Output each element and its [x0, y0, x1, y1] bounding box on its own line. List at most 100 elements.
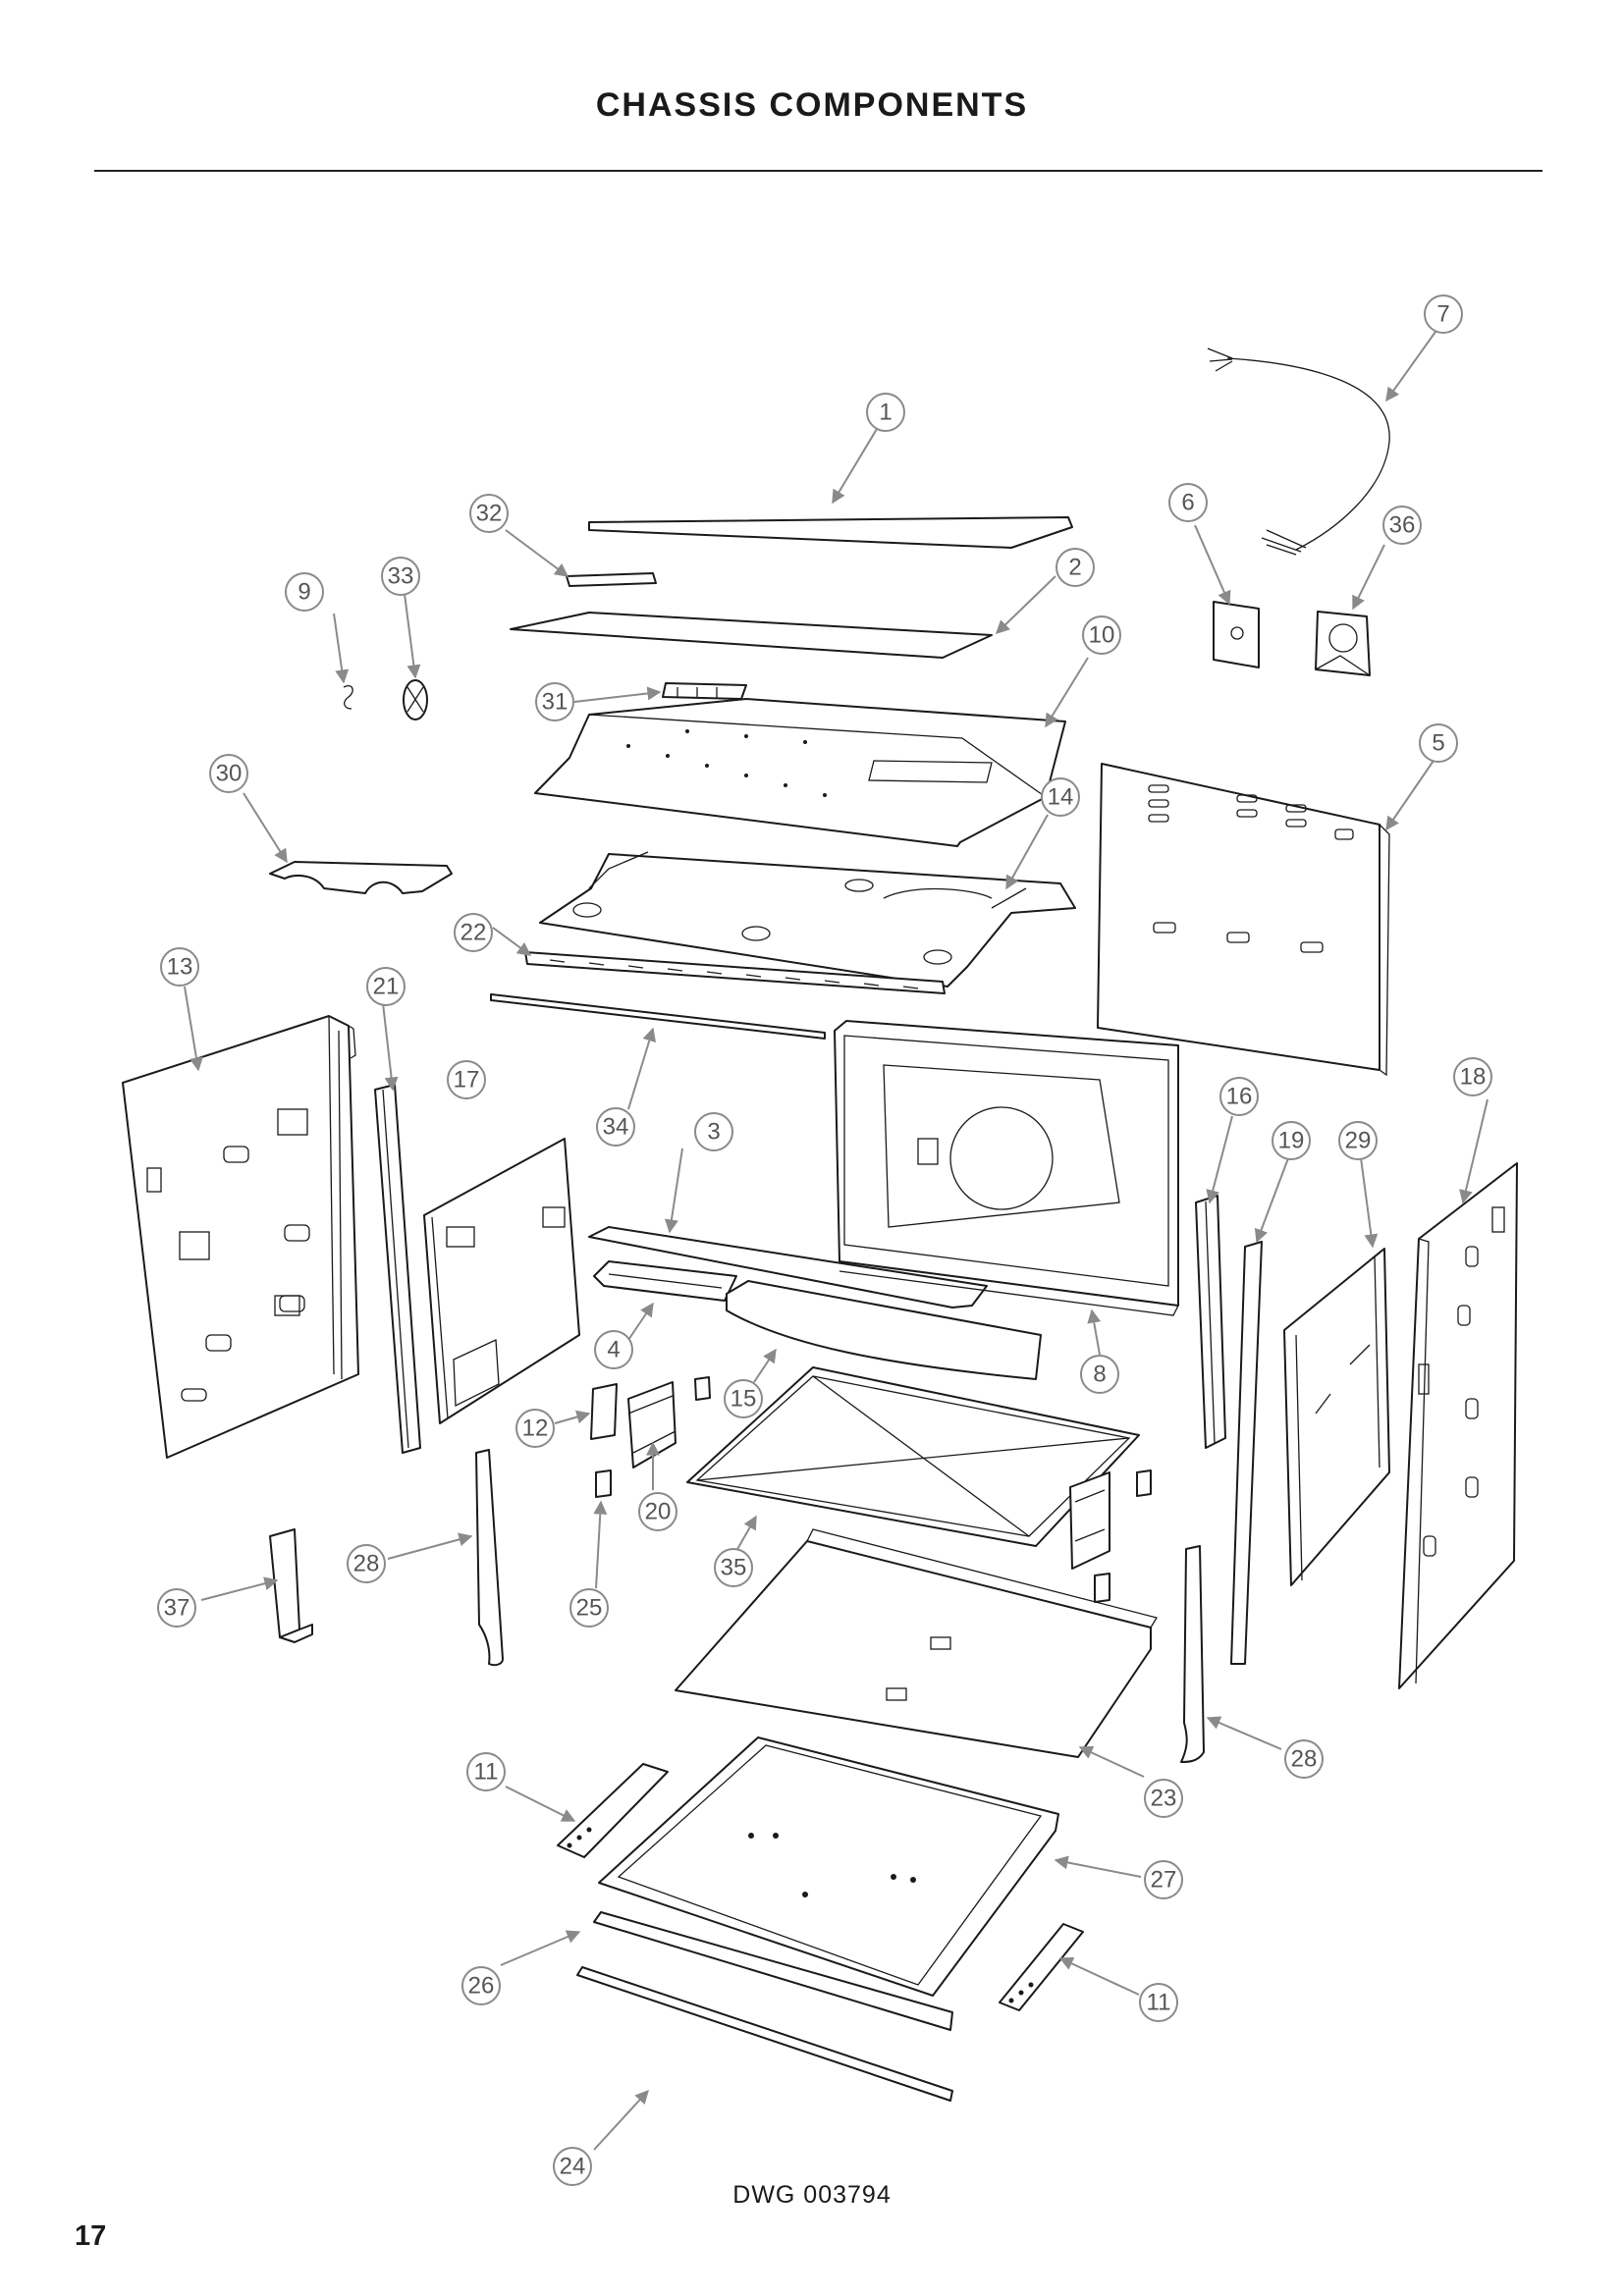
part-front-rail: [593, 1911, 953, 2031]
callout-33: 33: [381, 557, 420, 596]
callout-28-left: 28: [347, 1544, 386, 1583]
callout-36: 36: [1382, 506, 1422, 545]
callout-8: 8: [1080, 1355, 1119, 1394]
callout-23: 23: [1144, 1779, 1183, 1818]
callout-7: 7: [1424, 294, 1463, 334]
svg-text:21: 21: [373, 974, 400, 1000]
svg-text:18: 18: [1460, 1064, 1487, 1091]
part-rear-panel: [1097, 763, 1390, 1077]
callout-13: 13: [160, 947, 199, 987]
svg-text:23: 23: [1151, 1786, 1177, 1812]
callout-17: 17: [447, 1060, 486, 1099]
callout-20: 20: [638, 1492, 677, 1531]
part-right-strip: [1180, 1545, 1205, 1763]
part-vent-strip: [524, 951, 946, 994]
part-upper-panel: [510, 612, 993, 659]
part-top-tray: [539, 851, 1076, 988]
callout-27: 27: [1144, 1860, 1183, 1899]
part-small-plate: [566, 572, 657, 587]
part-cable-bracket: [1213, 601, 1260, 668]
part-left-side-panel: [122, 1015, 359, 1459]
callout-24: 24: [553, 2147, 592, 2186]
callout-21: 21: [366, 967, 406, 1006]
callout-26: 26: [461, 1966, 501, 2005]
part-top-bracket: [662, 682, 747, 700]
svg-text:36: 36: [1389, 512, 1416, 539]
part-base-plate: [675, 1528, 1159, 1758]
callout-10: 10: [1082, 615, 1121, 655]
part-center-upright: [1230, 1241, 1263, 1665]
svg-text:37: 37: [164, 1595, 190, 1622]
svg-text:33: 33: [388, 563, 414, 590]
svg-text:12: 12: [522, 1415, 549, 1442]
svg-text:25: 25: [576, 1595, 603, 1622]
callout-2: 2: [1056, 548, 1095, 587]
callout-28-right: 28: [1284, 1739, 1324, 1779]
callout-5: 5: [1419, 723, 1458, 763]
part-top-panel: [588, 516, 1073, 549]
callout-35: 35: [714, 1548, 753, 1587]
callout-3: 3: [694, 1112, 733, 1151]
part-foot-bracket: [269, 1528, 313, 1643]
drawing-number: DWG 003794: [732, 2181, 892, 2209]
svg-text:34: 34: [603, 1114, 629, 1141]
callout-32: 32: [469, 494, 509, 533]
part-deflector: [726, 1280, 1042, 1380]
svg-text:27: 27: [1151, 1867, 1177, 1894]
callout-34: 34: [596, 1107, 635, 1147]
part-right-upright: [1195, 1195, 1226, 1449]
page-number: 17: [75, 2220, 107, 2252]
leader-lines: [184, 331, 1489, 2151]
svg-text:28: 28: [1291, 1746, 1318, 1773]
svg-text:8: 8: [1093, 1362, 1106, 1388]
part-lower-rail: [576, 1966, 953, 2102]
callout-9: 9: [285, 572, 324, 612]
callout-37: 37: [157, 1588, 196, 1628]
part-frame: [686, 1366, 1140, 1547]
callout-1: 1: [866, 393, 905, 432]
part-left-rail: [557, 1763, 669, 1858]
svg-text:11: 11: [1147, 1990, 1171, 2016]
svg-text:31: 31: [542, 689, 568, 716]
part-block-b: [595, 1469, 612, 1498]
part-fan-housing: [834, 1020, 1179, 1316]
svg-text:16: 16: [1226, 1084, 1253, 1110]
svg-text:28: 28: [353, 1551, 380, 1577]
part-block-a: [694, 1376, 711, 1401]
part-front-trim: [588, 1226, 988, 1308]
svg-text:19: 19: [1278, 1128, 1305, 1154]
callout-4: 4: [594, 1330, 633, 1369]
callout-19: 19: [1272, 1121, 1311, 1160]
part-right-side-panel: [1398, 1162, 1518, 1689]
svg-text:30: 30: [216, 761, 243, 787]
svg-text:1: 1: [879, 400, 892, 426]
part-clip: [343, 685, 353, 710]
page-title: CHASSIS COMPONENTS: [595, 86, 1029, 124]
svg-text:10: 10: [1089, 622, 1115, 649]
callout-14: 14: [1041, 777, 1080, 817]
svg-text:5: 5: [1432, 730, 1444, 757]
svg-text:3: 3: [707, 1119, 720, 1146]
svg-text:35: 35: [721, 1555, 747, 1581]
part-right-inner-panel: [1283, 1248, 1390, 1586]
callout-6: 6: [1168, 483, 1208, 522]
part-top-housing: [534, 698, 1066, 847]
svg-text:9: 9: [298, 579, 310, 606]
svg-text:32: 32: [476, 501, 503, 527]
svg-text:4: 4: [607, 1337, 620, 1363]
callout-31: 31: [535, 682, 574, 721]
callout-18: 18: [1453, 1057, 1492, 1096]
part-lower-bracket: [627, 1381, 677, 1468]
svg-text:2: 2: [1068, 555, 1081, 581]
callout-15: 15: [724, 1379, 763, 1418]
part-left-inner-panel: [423, 1138, 580, 1424]
svg-text:15: 15: [731, 1386, 757, 1413]
svg-text:11: 11: [474, 1759, 499, 1786]
svg-text:20: 20: [645, 1499, 672, 1525]
callout-11-left: 11: [466, 1752, 506, 1791]
title-divider: [94, 170, 1543, 172]
svg-text:6: 6: [1181, 490, 1194, 516]
callout-30: 30: [209, 754, 248, 793]
part-bottom-pan: [598, 1736, 1059, 1997]
